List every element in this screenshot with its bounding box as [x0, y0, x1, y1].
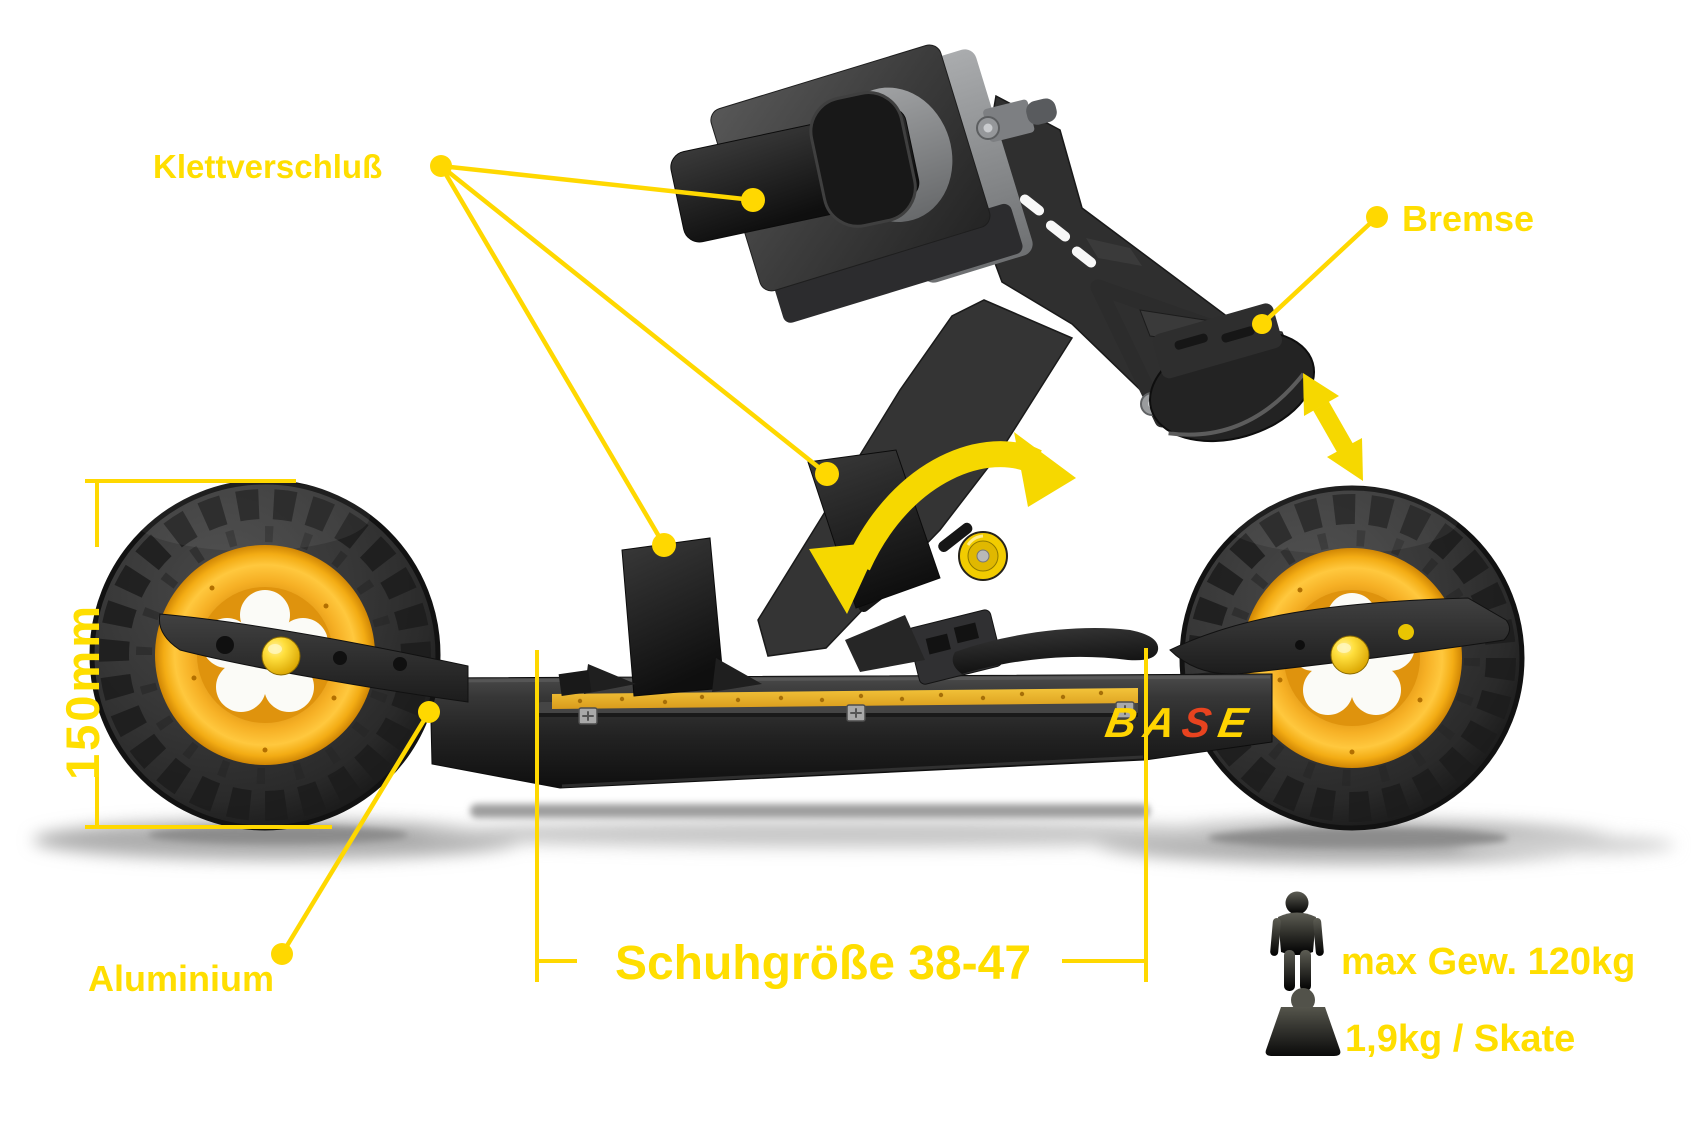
rail-screws — [578, 701, 1135, 725]
brake-label-dot — [1366, 206, 1388, 228]
velcro-target-dot — [741, 188, 765, 212]
aluminium-label-dot — [271, 943, 293, 965]
strap-guide — [845, 615, 925, 672]
cuff-buckle — [809, 91, 917, 228]
aluminium-leader-line — [280, 710, 431, 956]
fork-hole — [393, 657, 407, 671]
skate-weight-label: 1,9kg / Skate — [1345, 1018, 1575, 1060]
brand-logo: BASE — [1102, 699, 1259, 746]
logo-e: E — [1215, 699, 1259, 746]
aluminium-target-dot — [418, 701, 440, 723]
heel-strap — [952, 628, 1159, 674]
upright-bracket — [1086, 238, 1142, 266]
shoe-size-label: Schuhgröße 38-47 — [615, 937, 1031, 990]
weight-icon — [1265, 988, 1341, 1056]
wheel-dimension-lines — [85, 479, 332, 829]
brake-target-dot — [1252, 314, 1272, 334]
rear-tire-tread — [1188, 494, 1516, 822]
velcro-target-dot — [815, 462, 839, 486]
front-strap — [621, 537, 725, 697]
logo-s: S — [1179, 699, 1223, 746]
brake-label: Bremse — [1402, 198, 1534, 239]
wheel-diameter-label: 150mm — [56, 603, 109, 780]
cuff-strap — [670, 91, 920, 243]
ground-shadow — [33, 804, 1675, 864]
front-rim-speckle — [191, 585, 337, 753]
deck-grip — [552, 688, 1138, 709]
velcro-leader-lines — [439, 163, 829, 547]
fork-hole — [216, 636, 234, 654]
brake-annotation: Bremse — [1252, 198, 1534, 334]
velcro-label: Klettverschluß — [153, 148, 382, 185]
rotation-arrow — [809, 432, 1076, 614]
shoe-size-lines — [535, 648, 1148, 982]
aluminium-annotation: Aluminium — [88, 701, 440, 999]
annotations: Klettverschluß Bremse Aluminium — [56, 148, 1635, 1060]
wheel-dimension: 150mm — [56, 479, 332, 829]
fork-hole — [1295, 640, 1305, 650]
fork-hole — [333, 651, 347, 665]
brake-travel-arrow — [1303, 373, 1363, 481]
front-fork — [158, 613, 469, 703]
front-axle-cap — [261, 636, 301, 676]
person-icon — [1270, 891, 1324, 991]
brake-pad — [1148, 303, 1316, 443]
hinge-pivot — [958, 531, 1008, 581]
skate-weight-spec: 1,9kg / Skate — [1265, 988, 1575, 1060]
shoe-size-dimension: Schuhgröße 38-47 — [535, 648, 1148, 990]
strap-guide — [712, 658, 762, 692]
max-weight-label: max Gew. 120kg — [1341, 941, 1635, 983]
svg-text:BASE: BASE — [1102, 699, 1259, 746]
brake-leader-line — [1260, 215, 1379, 326]
fork-hole-yellow — [1398, 624, 1414, 640]
rear-axle-cap — [1330, 635, 1370, 675]
rear-fork — [1169, 597, 1510, 675]
velcro-annotation: Klettverschluß — [153, 148, 839, 557]
velcro-label-dot — [430, 155, 452, 177]
aluminium-label: Aluminium — [88, 958, 274, 999]
strap-guide — [584, 664, 636, 694]
velcro-target-dot — [652, 533, 676, 557]
max-weight-spec: max Gew. 120kg — [1270, 891, 1635, 991]
upright-slots — [1019, 194, 1097, 268]
strap-guide — [558, 670, 592, 696]
